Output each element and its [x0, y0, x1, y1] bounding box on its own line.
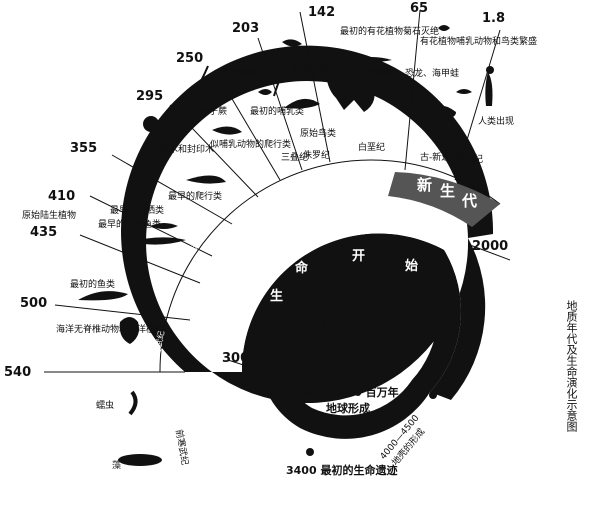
- era-cenozoic-1: 新: [417, 176, 432, 194]
- label-410: 410: [48, 189, 75, 204]
- era-paleozoic-1: 古: [205, 316, 220, 334]
- event-pterosaur: 飞行蜥蜴、恐龙、海甲蛙: [360, 67, 459, 79]
- era-mesozoic-3: 代: [374, 176, 390, 194]
- human-head-icon: [486, 66, 494, 74]
- spiral-origin-dot: [336, 360, 344, 368]
- spiral-tail: [321, 298, 393, 363]
- event-flowering-mammals: 有花植物哺乳动物和鸟类繁盛: [420, 35, 537, 47]
- label-435: 435: [30, 225, 57, 240]
- period-permian: 二叠纪: [266, 180, 292, 201]
- period-cretaceous: 白垩纪: [358, 141, 385, 153]
- mammal-reptile-icon: [212, 126, 242, 135]
- bird-icon: [284, 98, 320, 109]
- era-cenozoic-2: 生: [440, 182, 455, 200]
- event-conifers: 针叶植物: [222, 66, 258, 78]
- label-295: 295: [136, 89, 163, 104]
- era-paleozoic-3: 代: [231, 230, 247, 248]
- human-icon: [485, 72, 493, 106]
- spiral-text-1: 开: [352, 249, 365, 264]
- event-first-fish: 最初的鱼类: [70, 278, 115, 290]
- label-500: 500: [20, 296, 47, 311]
- event-first-flowering: 最初的有花植物菊石灭绝: [340, 25, 439, 37]
- bird-small-icon: [456, 89, 472, 94]
- inner-spiral-band: [241, 233, 461, 439]
- event-worms: 蠕虫: [96, 399, 114, 411]
- tree-crown-icon: [143, 116, 159, 132]
- period-precambrian: 前寒武纪: [173, 428, 191, 466]
- cenozoic-band: [388, 172, 500, 227]
- label-3000: 3000: [222, 351, 258, 366]
- label-540: 540: [4, 365, 31, 380]
- event-marine: 海洋无脊椎动物和海洋植物: [56, 323, 164, 335]
- bony-fish-icon: [130, 237, 186, 245]
- fern-icon: [195, 65, 209, 91]
- period-triassic: 三叠纪: [281, 151, 308, 163]
- spiral-text-2: 始: [405, 258, 418, 274]
- algae-icon: [118, 454, 162, 466]
- dinosaur-icon: [326, 67, 375, 112]
- label-355: 355: [70, 141, 97, 156]
- first-life-dot: [306, 448, 314, 456]
- event-lepidodendron: 鳞木和封印木: [160, 143, 214, 155]
- event-seed-ferns: 种子蕨: [200, 105, 227, 117]
- flower-icon: [438, 25, 450, 31]
- era-cenozoic-3: 代: [461, 192, 477, 210]
- note-earth-forms-2: 地球形成: [326, 401, 370, 415]
- event-amphibians: 最早的两栖类: [110, 204, 164, 216]
- diagram-title: 地质年代及生命演化示意图: [565, 300, 578, 432]
- timeline-ticks: [44, 9, 511, 373]
- reptile-icon: [186, 175, 226, 184]
- event-bony-fish: 最早的硬骨鱼类: [98, 218, 161, 230]
- label-2000: 2000: [472, 239, 508, 254]
- fossil-silhouettes: [78, 25, 494, 466]
- note-first-life: 3400 最初的生命遗迹: [286, 463, 397, 477]
- label-65: 65: [410, 1, 428, 16]
- crust-dot: [429, 391, 437, 399]
- label-250: 250: [176, 51, 203, 66]
- spiral-text-4: 生: [270, 288, 283, 304]
- period-silurian: 志留纪: [171, 247, 191, 273]
- label-142: 142: [308, 5, 335, 20]
- small-mammal-icon: [258, 89, 272, 95]
- era-mesozoic-2: 生: [345, 176, 360, 194]
- event-cycads: 苏铁植物: [292, 63, 328, 75]
- fish-icon: [78, 291, 128, 301]
- label-1-8: 1.8: [482, 11, 505, 26]
- lepidodendron-icon: [150, 120, 153, 160]
- worm-icon: [128, 390, 138, 416]
- event-primitive-birds: 原始鸟类: [300, 127, 336, 139]
- eel-icon: [150, 223, 178, 229]
- period-ring-outer: [159, 159, 501, 373]
- note-earth-forms: 5000-5500 百万年: [296, 385, 399, 399]
- conifer-icon: [273, 49, 293, 97]
- pterosaur-icon: [352, 57, 392, 62]
- period-quaternary: 第四纪: [456, 153, 483, 165]
- event-reptiles: 最早的爬行类: [168, 190, 222, 202]
- period-cambrian: 寒武纪: [152, 330, 166, 355]
- event-humans: 人类出现: [478, 115, 514, 127]
- event-mammal-reptiles: 似哺乳动物的爬行类: [210, 138, 291, 150]
- event-algae: 藻: [112, 459, 121, 471]
- era-mesozoic-1: 中: [315, 186, 330, 204]
- era-paleozoic-2: 生: [215, 269, 230, 287]
- spiral-text-3: 命: [294, 260, 309, 276]
- period-paleogene: 古-新近纪: [420, 151, 459, 163]
- period-carboniferous: 石炭纪: [234, 202, 258, 226]
- palm-icon: [282, 39, 302, 47]
- label-203: 203: [232, 21, 259, 36]
- period-jurassic: 侏罗纪: [303, 149, 330, 161]
- event-land-plants: 原始陆生植物: [22, 209, 76, 221]
- trilobite-icon: [119, 317, 139, 344]
- bear-icon: [418, 105, 456, 118]
- outer-spiral-band: [121, 45, 494, 372]
